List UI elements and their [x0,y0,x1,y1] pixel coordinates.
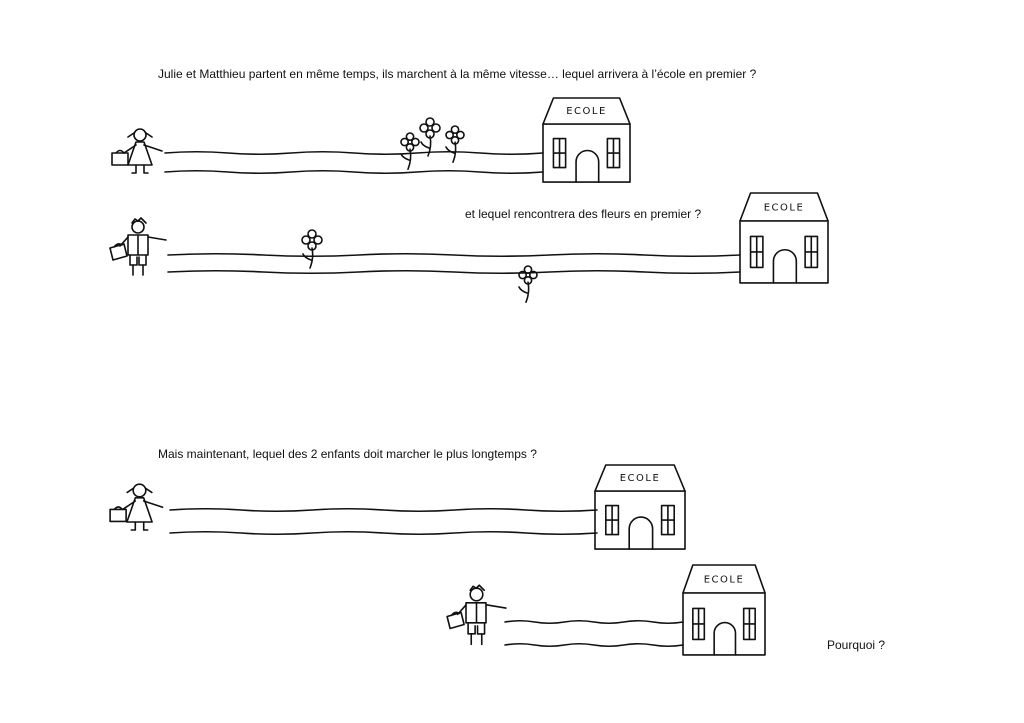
school-house: ECOLE [739,192,829,284]
road [169,507,598,536]
question-why: Pourquoi ? [827,638,886,652]
question-longest-walk: Mais maintenant, lequel des 2 enfants do… [158,447,537,461]
girl-julie-figure [109,483,164,531]
school-house: ECOLE [542,97,631,183]
school-label: ECOLE [704,574,745,585]
school-house: ECOLE [594,464,686,550]
road [167,252,741,275]
question-first-arrival: Julie et Matthieu partent en même temps,… [158,67,757,81]
school-house: ECOLE [682,564,766,656]
school-label: ECOLE [620,473,661,484]
flower [518,265,538,303]
flower [400,132,420,170]
flower [301,229,323,269]
girl-julie-figure [111,128,163,174]
school-label: ECOLE [566,106,607,117]
boy-matthieu-figure [109,217,167,276]
flower [445,125,465,163]
flower [419,117,441,157]
question-flowers: et lequel rencontrera des fleurs en prem… [465,207,702,221]
road [164,150,544,175]
school-label: ECOLE [764,202,805,213]
road [504,619,684,648]
boy-matthieu-figure [446,584,507,646]
